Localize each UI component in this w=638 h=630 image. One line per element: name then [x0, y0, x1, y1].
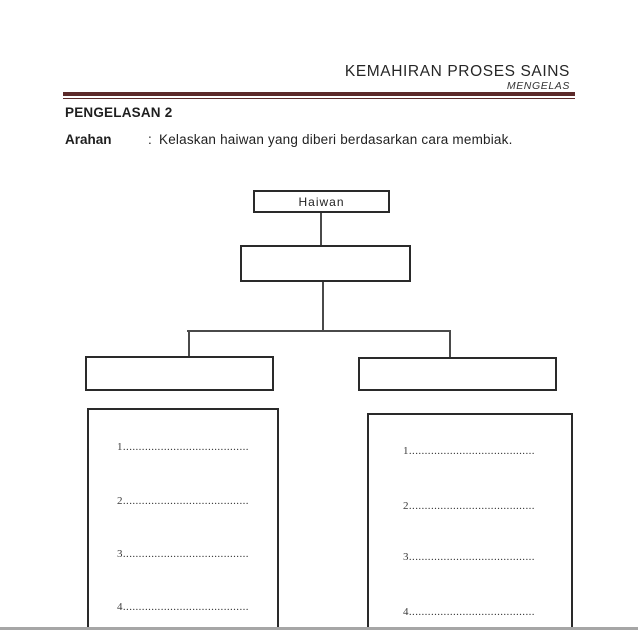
connector-root-to-level2	[320, 212, 322, 246]
right-answer-list-box	[367, 413, 573, 630]
header-divider-thin	[63, 98, 575, 99]
connector-level2-to-branch	[322, 281, 324, 332]
section-title: PENGELASAN 2	[65, 105, 173, 120]
connector-branch-left-drop	[188, 331, 190, 357]
left-list-item-3: 3.......................................…	[117, 548, 249, 560]
instruction-text: Kelaskan haiwan yang diberi berdasarkan …	[159, 132, 513, 147]
left-answer-list-box	[87, 408, 279, 630]
flowchart-right-category-box	[358, 357, 557, 391]
flowchart-level2-blank-box	[240, 245, 411, 282]
right-list-item-2: 2.......................................…	[403, 500, 535, 512]
header-title: KEMAHIRAN PROSES SAINS	[344, 63, 570, 80]
header-subtitle: MENGELAS	[506, 80, 570, 92]
left-list-item-1: 1.......................................…	[117, 441, 249, 453]
right-list-item-3: 3.......................................…	[403, 551, 535, 563]
flowchart-root-box: Haiwan	[253, 190, 390, 213]
instruction-label: Arahan	[65, 132, 112, 147]
flowchart-left-category-box	[85, 356, 274, 391]
connector-branch-right-drop	[449, 331, 451, 358]
right-list-item-4: 4.......................................…	[403, 606, 535, 618]
header-divider-thick	[63, 92, 575, 96]
right-list-item-1: 1.......................................…	[403, 445, 535, 457]
instruction-colon: :	[148, 132, 152, 147]
connector-branch-horizontal	[187, 330, 451, 332]
left-list-item-4: 4.......................................…	[117, 601, 249, 613]
page-bottom-edge	[0, 627, 638, 630]
left-list-item-2: 2.......................................…	[117, 495, 249, 507]
